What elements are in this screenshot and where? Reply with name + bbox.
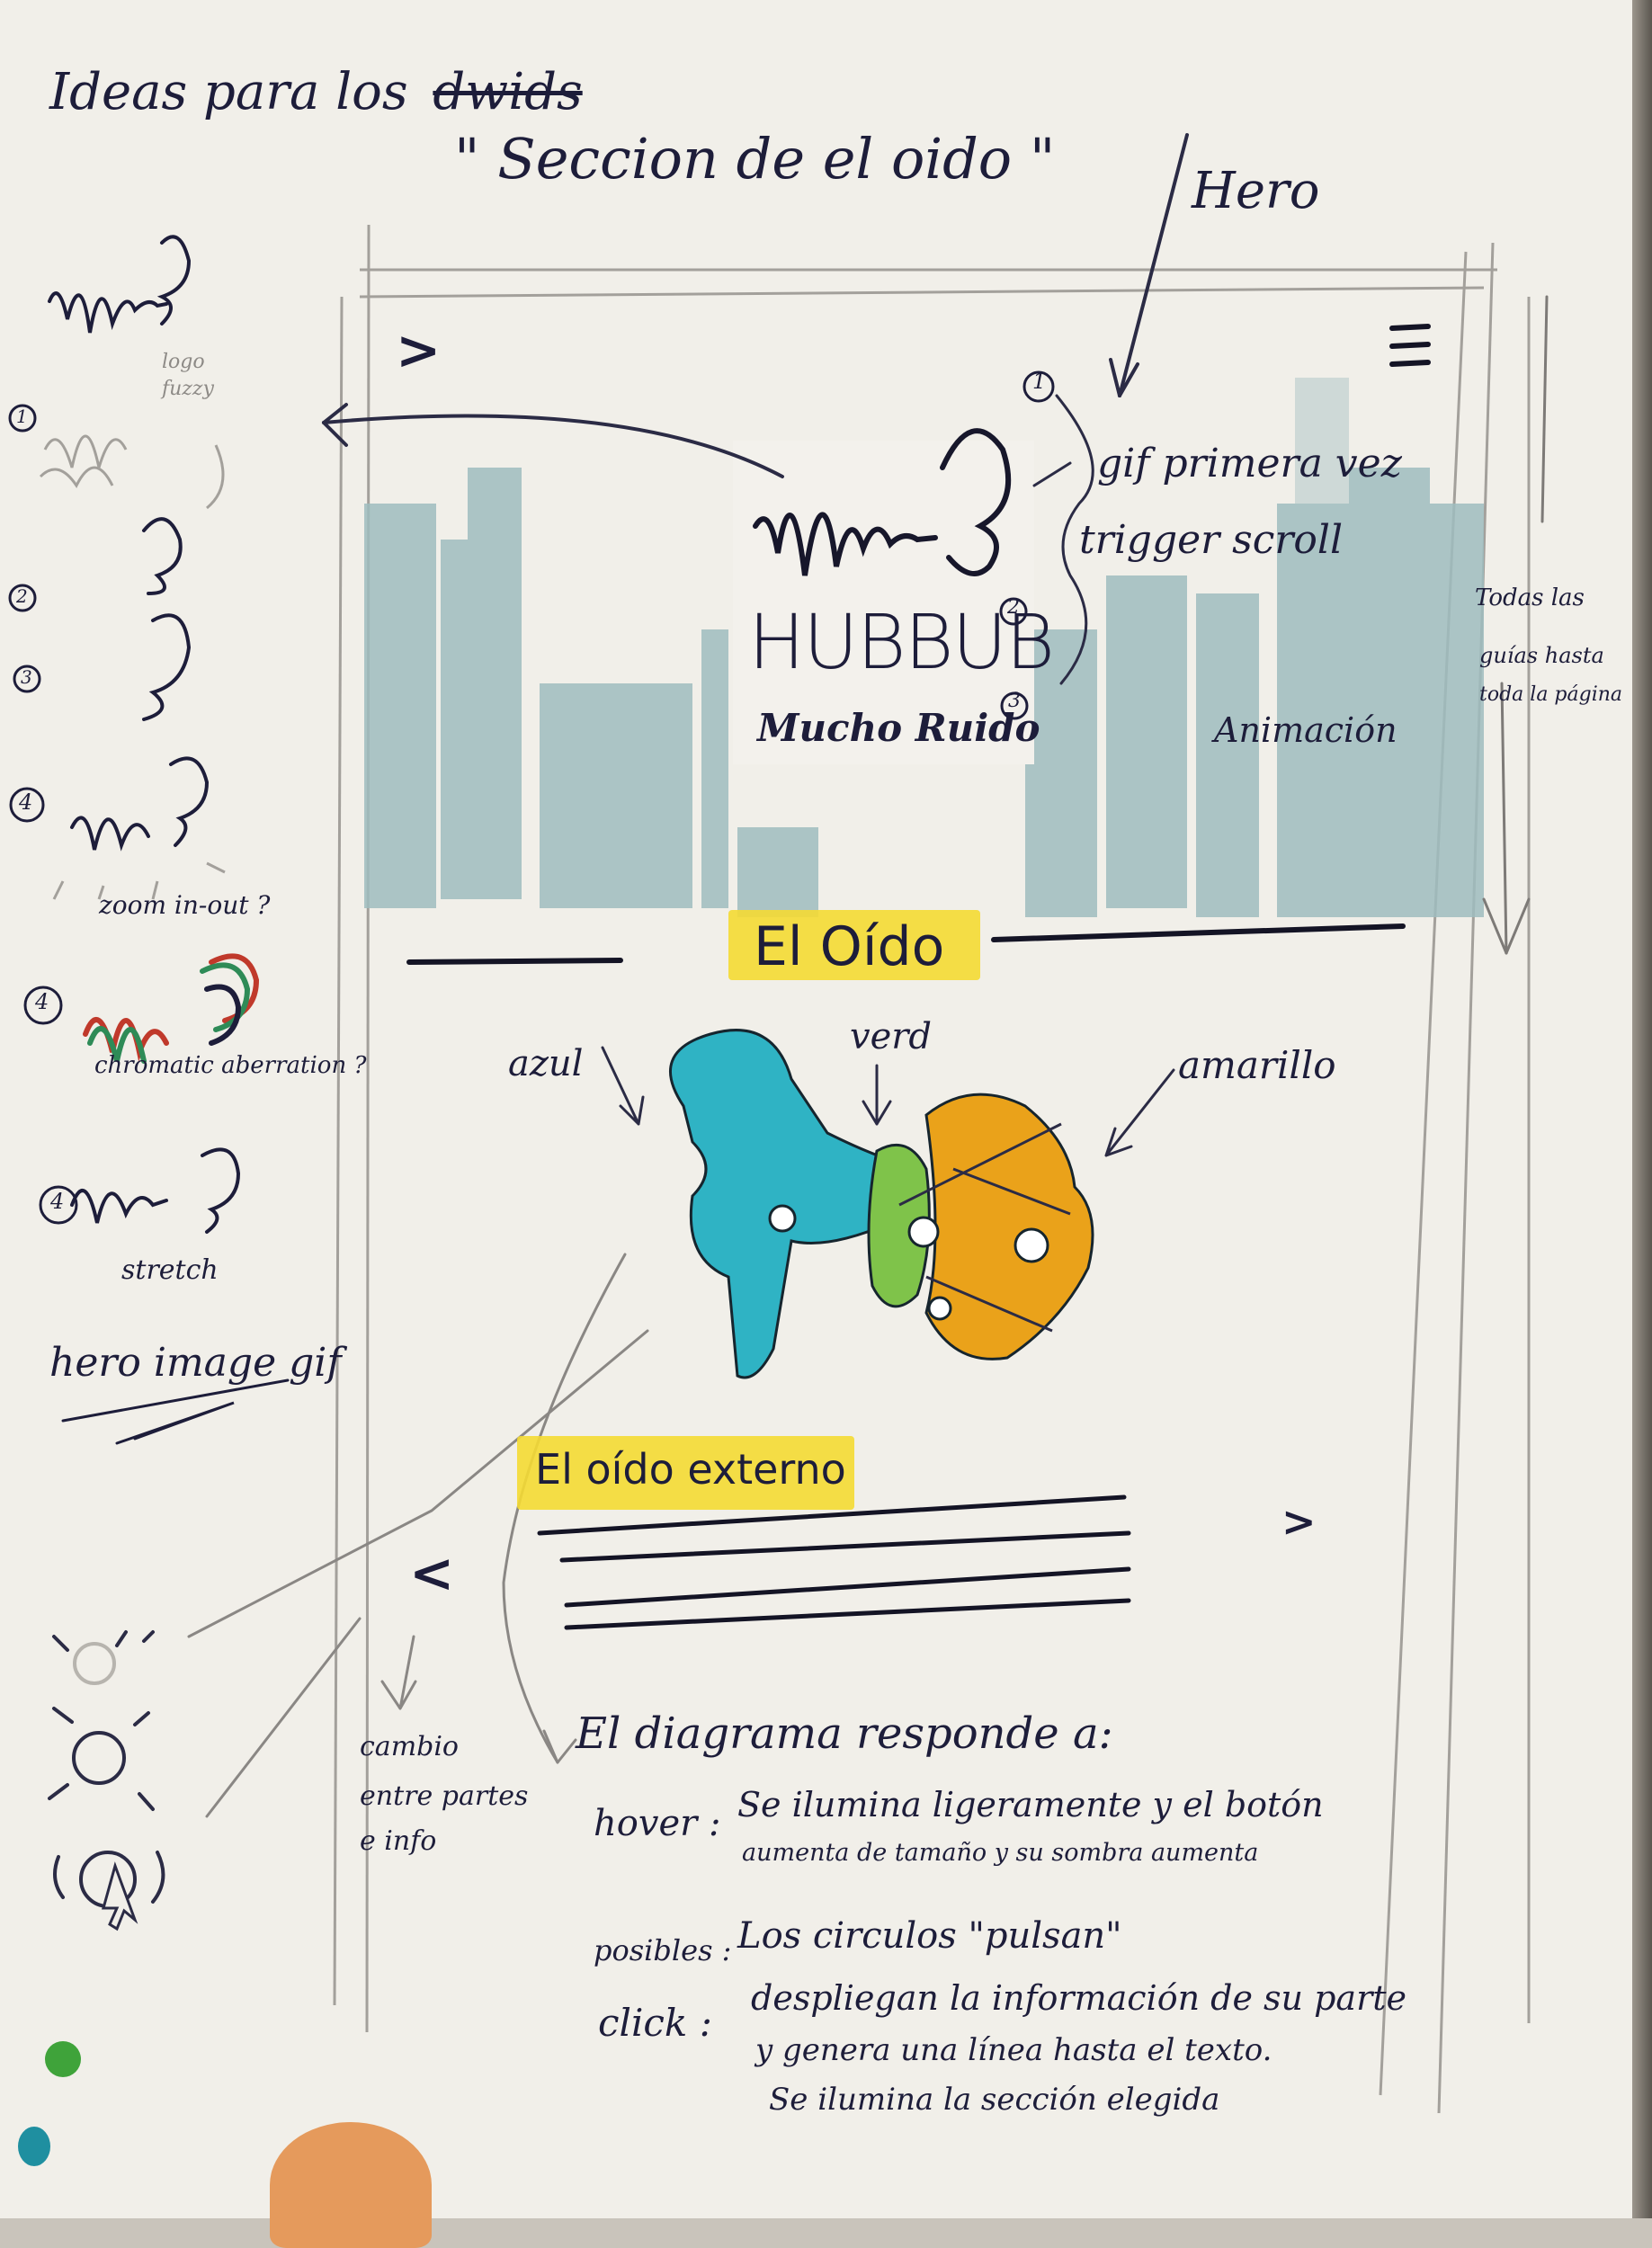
gif-note-line1: gif primera vez <box>1097 441 1402 486</box>
click-text-1: despliegan la información de su parte <box>751 1978 1406 2018</box>
posibles-label: posibles : <box>594 1933 732 1967</box>
green-ink-dot <box>45 2041 81 2077</box>
ear-label-arrows <box>601 1046 1175 1157</box>
prev-part-button[interactable]: < <box>409 1542 455 1605</box>
hover-text-1: Se ilumina ligeramente y el botón <box>737 1785 1324 1824</box>
label-amarillo: amarillo <box>1178 1043 1336 1087</box>
left-step-2: 2 <box>16 585 28 607</box>
top-title: Ideas para los dwids <box>49 63 583 121</box>
sketch-note-logo: logo <box>162 351 205 373</box>
hero-arrow <box>1109 133 1189 397</box>
teal-ink-dot <box>18 2127 50 2166</box>
logo-bracket <box>1032 394 1094 685</box>
chromatic-sketch <box>83 953 260 1064</box>
cambio-note-1: cambio <box>360 1731 459 1762</box>
left-step-1: 1 <box>16 406 28 427</box>
label-verde: verd <box>850 1016 932 1057</box>
part-title: El oído externo <box>535 1445 846 1494</box>
button-states-sketch <box>48 1630 165 1931</box>
left-step-4c: 4 <box>50 1189 65 1214</box>
scroll-note-1: Todas las <box>1475 584 1585 611</box>
open-menu-arrow[interactable]: > <box>396 319 442 382</box>
section-title: El Oído <box>754 915 945 978</box>
left-sketches <box>48 235 241 1234</box>
top-title-struck: dwids <box>433 63 583 121</box>
notebook-edge <box>1632 0 1652 2218</box>
hero-image-gif-note: hero image gif <box>49 1340 342 1386</box>
scroll-arrow <box>1482 295 1549 955</box>
next-part-button[interactable]: > <box>1281 1497 1317 1546</box>
part-title-highlight <box>517 1436 854 1510</box>
logo-subtitle: Mucho Ruido <box>757 706 1040 750</box>
section-title-highlight <box>728 910 980 980</box>
sketch-note-chroma: chromatic aberration ? <box>94 1052 367 1079</box>
logo-step-3: 3 <box>1008 690 1021 712</box>
fuzzy-sketch <box>39 434 226 900</box>
section-divider <box>406 923 1406 965</box>
logo-step-2: 2 <box>1007 596 1020 619</box>
logo-box <box>733 441 1034 764</box>
part-text-lines <box>537 1494 1131 1630</box>
scroll-note-2: guías hasta <box>1479 643 1604 668</box>
sketch-note-stretch: stretch <box>121 1254 219 1286</box>
left-step-4a: 4 <box>19 789 33 815</box>
left-step-3: 3 <box>21 666 32 688</box>
hamburger-menu-icon <box>1389 324 1431 367</box>
sketch-drawing <box>8 133 1549 2114</box>
hover-text-2: aumenta de tamaño y su sombra aumenta <box>742 1839 1259 1867</box>
sketch-note-zoom: zoom in-out ? <box>99 890 271 920</box>
logo-to-sketch-arrow <box>322 403 784 478</box>
cambio-note-2: entre partes <box>360 1780 529 1812</box>
posibles-text: Los circulos "pulsan" <box>737 1915 1122 1957</box>
cambio-note-3: e info <box>360 1825 437 1857</box>
hover-label: hover : <box>594 1803 721 1844</box>
animation-note: Animación <box>1214 710 1398 750</box>
top-title-text: Ideas para los <box>49 63 408 121</box>
ear-diagram <box>669 1029 1094 1379</box>
gif-note-line2: trigger scroll <box>1079 517 1344 563</box>
page-subtitle: " Seccion de el oido " <box>454 126 1056 192</box>
click-text-3: Se ilumina la sección elegida <box>769 2082 1220 2118</box>
label-azul: azul <box>508 1043 584 1084</box>
logo-step-circles <box>999 370 1055 720</box>
city-skyline <box>364 378 1484 917</box>
logo-title: HUBBUB <box>748 598 1055 686</box>
scroll-note-3: toda la página <box>1479 683 1623 706</box>
hero-gif-underline <box>61 1378 290 1445</box>
sketch-note-fuzzy: fuzzy <box>162 378 214 400</box>
hero-label: Hero <box>1192 162 1320 220</box>
left-step-4b: 4 <box>35 989 49 1014</box>
logo-waveform <box>753 428 1012 576</box>
click-label: click : <box>598 2001 712 2045</box>
logo-step-1: 1 <box>1032 369 1047 394</box>
left-step-circles <box>8 404 78 1225</box>
finger <box>270 2122 432 2248</box>
diagram-responds-title: El diagrama responde a: <box>576 1708 1113 1759</box>
click-text-2: y genera una línea hasta el texto. <box>755 2032 1272 2068</box>
